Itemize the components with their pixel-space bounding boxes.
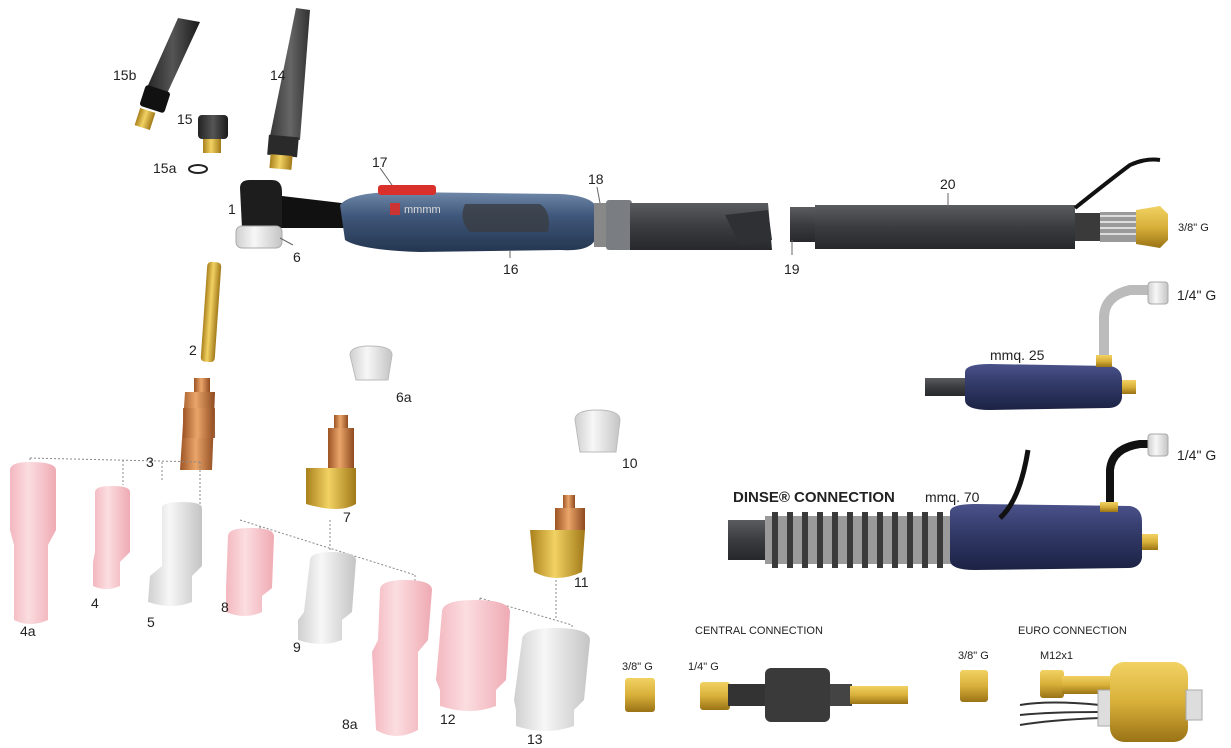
label-1: 1 <box>228 201 236 217</box>
cable-nut-18 <box>594 200 632 250</box>
label-3-8-g-top: 3/8" G <box>1178 222 1209 234</box>
label-19: 19 <box>784 261 800 277</box>
label-15b: 15b <box>113 67 137 83</box>
label-central-connection: CENTRAL CONNECTION <box>695 625 823 637</box>
label-6a: 6a <box>396 389 412 405</box>
central-connection-parts <box>625 668 908 722</box>
insulator-10 <box>574 409 621 453</box>
label-mmq-25: mmq. 25 <box>990 347 1045 363</box>
label-4: 4 <box>91 595 99 611</box>
label-8: 8 <box>221 599 229 615</box>
label-13: 13 <box>527 731 543 747</box>
leader-lines <box>279 167 949 258</box>
label-6: 6 <box>293 249 301 265</box>
leader-group-3 <box>29 457 201 505</box>
back-cap-long-15b <box>134 18 200 131</box>
label-17: 17 <box>372 154 388 170</box>
label-euro-3-8-g: 3/8" G <box>958 650 989 662</box>
label-5: 5 <box>147 614 155 630</box>
label-2: 2 <box>189 342 197 358</box>
torch-handle-16: mmmm <box>340 192 599 252</box>
label-10: 10 <box>622 455 638 471</box>
gas-lens-body-11 <box>530 495 585 578</box>
nozzle-8 <box>226 528 274 616</box>
label-15: 15 <box>177 111 193 127</box>
label-central-3-8-g: 3/8" G <box>622 661 653 673</box>
trigger-17 <box>378 185 436 195</box>
back-cap-long-14 <box>267 8 310 170</box>
dinse-plug-mmq25 <box>925 281 1169 410</box>
label-9: 9 <box>293 639 301 655</box>
label-8a: 8a <box>342 716 358 732</box>
label-18: 18 <box>588 171 604 187</box>
torch-head-1 <box>235 180 350 249</box>
nozzle-5 <box>148 502 202 606</box>
label-dinse-connection: DINSE® CONNECTION <box>733 489 895 506</box>
label-7: 7 <box>343 509 351 525</box>
nozzle-4 <box>93 486 130 589</box>
nozzle-13 <box>514 628 590 731</box>
label-20: 20 <box>940 176 956 192</box>
label-mmq-70: mmq. 70 <box>925 489 980 505</box>
label-3: 3 <box>146 454 154 470</box>
labels: 15b 14 15 15a 17 18 20 3/8" G 1 6 16 19 … <box>20 67 1216 747</box>
collet-2 <box>200 261 222 363</box>
label-4a: 4a <box>20 623 36 639</box>
nozzle-8a <box>372 580 432 736</box>
label-12: 12 <box>440 711 456 727</box>
collet-body-3 <box>180 378 215 470</box>
label-euro-m12x1: M12x1 <box>1040 650 1073 662</box>
label-1-4-g-b: 1/4" G <box>1177 447 1216 463</box>
label-central-1-4-g: 1/4" G <box>688 661 719 673</box>
nozzle-9 <box>298 552 356 644</box>
nozzle-12 <box>436 600 510 711</box>
label-euro-connection: EURO CONNECTION <box>1018 625 1127 637</box>
label-14: 14 <box>270 67 286 83</box>
label-11: 11 <box>574 574 589 590</box>
insulator-6a <box>349 345 393 381</box>
o-ring-15a <box>188 164 208 174</box>
nut-38g <box>1136 206 1168 248</box>
label-1-4-g-a: 1/4" G <box>1177 287 1216 303</box>
dinse-plug-mmq70 <box>728 433 1169 570</box>
label-15a: 15a <box>153 160 177 176</box>
svg-text:mmmm: mmmm <box>404 204 441 216</box>
label-16: 16 <box>503 261 519 277</box>
gas-lens-body-7 <box>306 415 356 509</box>
cable-hose-20 <box>790 157 1161 249</box>
nozzle-4a <box>10 462 56 624</box>
euro-connection-parts <box>960 662 1203 742</box>
back-cap-short-15 <box>198 115 228 153</box>
